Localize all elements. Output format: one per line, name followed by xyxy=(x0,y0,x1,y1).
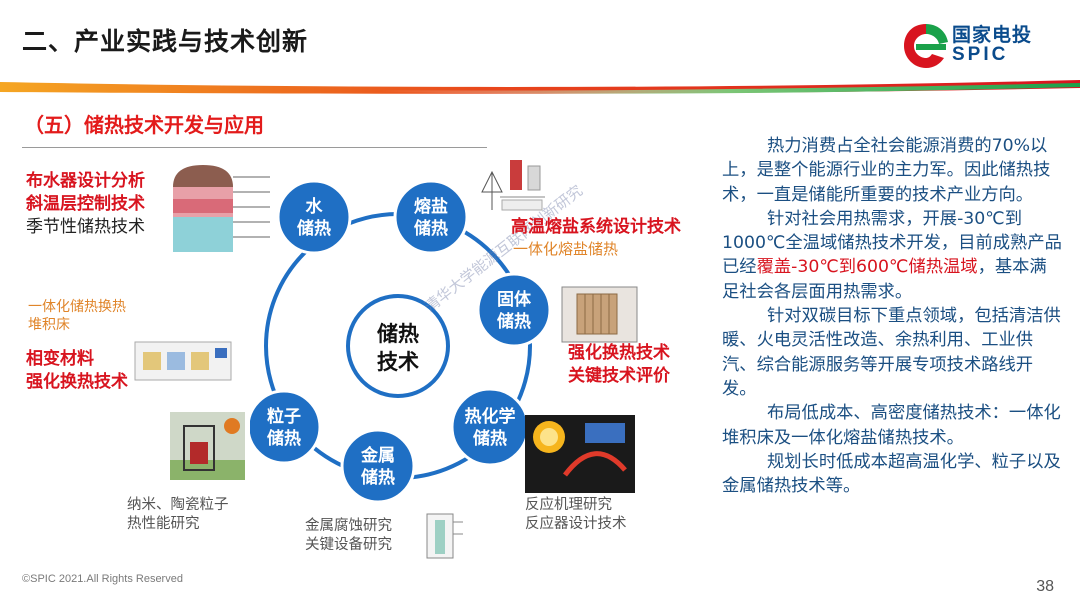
paragraph-2-part-b: ，基本满足社会各层面用热需求。 xyxy=(722,257,1047,302)
node-metal-line1: 金属 xyxy=(360,445,395,466)
logo-text-cn: 国家电投 xyxy=(952,24,1033,46)
paragraph-5: 规划长时低成本超高温化学、粒子以及金属储热技术等。 xyxy=(722,451,1061,497)
label-solid-enhanced-transfer: 强化换热技术 xyxy=(568,343,670,363)
header-banner xyxy=(0,80,1080,94)
label-integrated-heat-exchange: 一体化储热换热 xyxy=(28,299,126,315)
page-title: 二、产业实践与技术创新 xyxy=(22,27,309,56)
thermochemical-illustration xyxy=(525,415,635,493)
subtitle-divider xyxy=(22,147,487,148)
paragraph-4: 布局低成本、高密度储热技术：一体化堆积床及一体化熔盐储热技术。 xyxy=(722,403,1061,448)
node-thermo-line1: 热化学 xyxy=(465,406,516,427)
label-key-equipment: 关键设备研究 xyxy=(305,537,392,553)
page-number: 38 xyxy=(1036,578,1054,595)
node-salt-line2: 储热 xyxy=(414,218,448,239)
spic-logo: 国家电投 SPIC xyxy=(902,18,1052,74)
node-particle-line2: 储热 xyxy=(267,428,301,449)
label-enhanced-heat-transfer: 强化换热技术 xyxy=(26,372,128,392)
node-thermo-line2: 储热 xyxy=(473,428,507,449)
phase-change-illustration xyxy=(134,341,232,381)
paragraph-2-part-a: 针对社会用热需求，开展-30℃到1000℃全温域储热技术开发，目前成熟产品已经 xyxy=(722,208,1062,278)
storage-diagram: 储热 技术 水 储热 熔盐 储热 固体 储热 热化学 储热 金属 储热 粒子 储… xyxy=(250,179,550,504)
node-solid-storage: 固体 储热 xyxy=(476,272,550,348)
paragraph-2: 针对社会用热需求，开展-30℃到1000℃全温域储热技术开发，目前成熟产品已经覆… xyxy=(722,207,1062,304)
label-seasonal-storage: 季节性储热技术 xyxy=(26,217,145,237)
center-label-2: 技术 xyxy=(377,350,419,374)
particle-storage-illustration xyxy=(170,412,245,480)
center-label-1: 储热 xyxy=(377,322,419,346)
right-description: 热力消费占全社会能源消费的70%以上，是整个能源行业的主力军。因此储热技术，一直… xyxy=(722,134,1062,498)
logo-text-en: SPIC xyxy=(952,44,1009,65)
label-integrated-molten-salt: 一体化熔盐储热 xyxy=(513,240,619,258)
label-key-tech-evaluation: 关键技术评价 xyxy=(568,366,670,386)
node-water-line2: 储热 xyxy=(297,218,331,239)
label-thermal-performance: 热性能研究 xyxy=(127,516,200,532)
label-metal-corrosion: 金属腐蚀研究 xyxy=(305,518,392,534)
label-reactor-design: 反应器设计技术 xyxy=(525,516,627,532)
node-water-storage: 水 储热 xyxy=(276,179,352,255)
solid-storage-illustration xyxy=(561,286,638,343)
label-reaction-mechanism: 反应机理研究 xyxy=(525,497,612,513)
paragraph-3: 针对双碳目标下重点领域，包括清洁供暖、火电灵活性改造、余热利用、工业供汽、综合能… xyxy=(722,306,1061,399)
spic-logo-icon xyxy=(904,24,948,68)
node-metal-storage: 金属 储热 xyxy=(340,428,416,504)
label-phase-change-material: 相变材料 xyxy=(26,349,94,369)
node-particle-storage: 粒子 储热 xyxy=(250,389,322,465)
paragraph-2-highlight: 覆盖-30℃到600℃储热温域 xyxy=(756,257,978,278)
label-diffuser-design: 布水器设计分析 xyxy=(26,171,145,191)
node-solid-line2: 储热 xyxy=(497,311,531,332)
molten-salt-system-illustration xyxy=(481,160,545,211)
metal-storage-illustration xyxy=(426,513,463,559)
label-molten-salt-design: 高温熔盐系统设计技术 xyxy=(511,217,681,237)
label-thermocline-control: 斜温层控制技术 xyxy=(26,194,145,214)
node-salt-line1: 熔盐 xyxy=(414,196,448,217)
node-metal-line2: 储热 xyxy=(361,467,395,488)
label-nano-ceramic: 纳米、陶瓷粒子 xyxy=(127,497,229,513)
node-particle-line1: 粒子 xyxy=(267,406,301,427)
node-solid-line1: 固体 xyxy=(497,289,532,310)
node-molten-salt-storage: 熔盐 储热 xyxy=(393,179,469,255)
node-thermochemical-storage: 热化学 储热 xyxy=(450,387,530,467)
water-tank-illustration xyxy=(173,165,270,252)
label-packed-bed: 堆积床 xyxy=(28,317,70,333)
node-water-line1: 水 xyxy=(306,196,324,217)
paragraph-1: 热力消费占全社会能源消费的70%以上，是整个能源行业的主力军。因此储热技术，一直… xyxy=(722,136,1051,205)
section-subtitle: （五）储热技术开发与应用 xyxy=(24,113,264,137)
copyright-footer: ©SPIC 2021.All Rights Reserved xyxy=(22,573,183,585)
diagram-center-circle xyxy=(346,294,450,398)
